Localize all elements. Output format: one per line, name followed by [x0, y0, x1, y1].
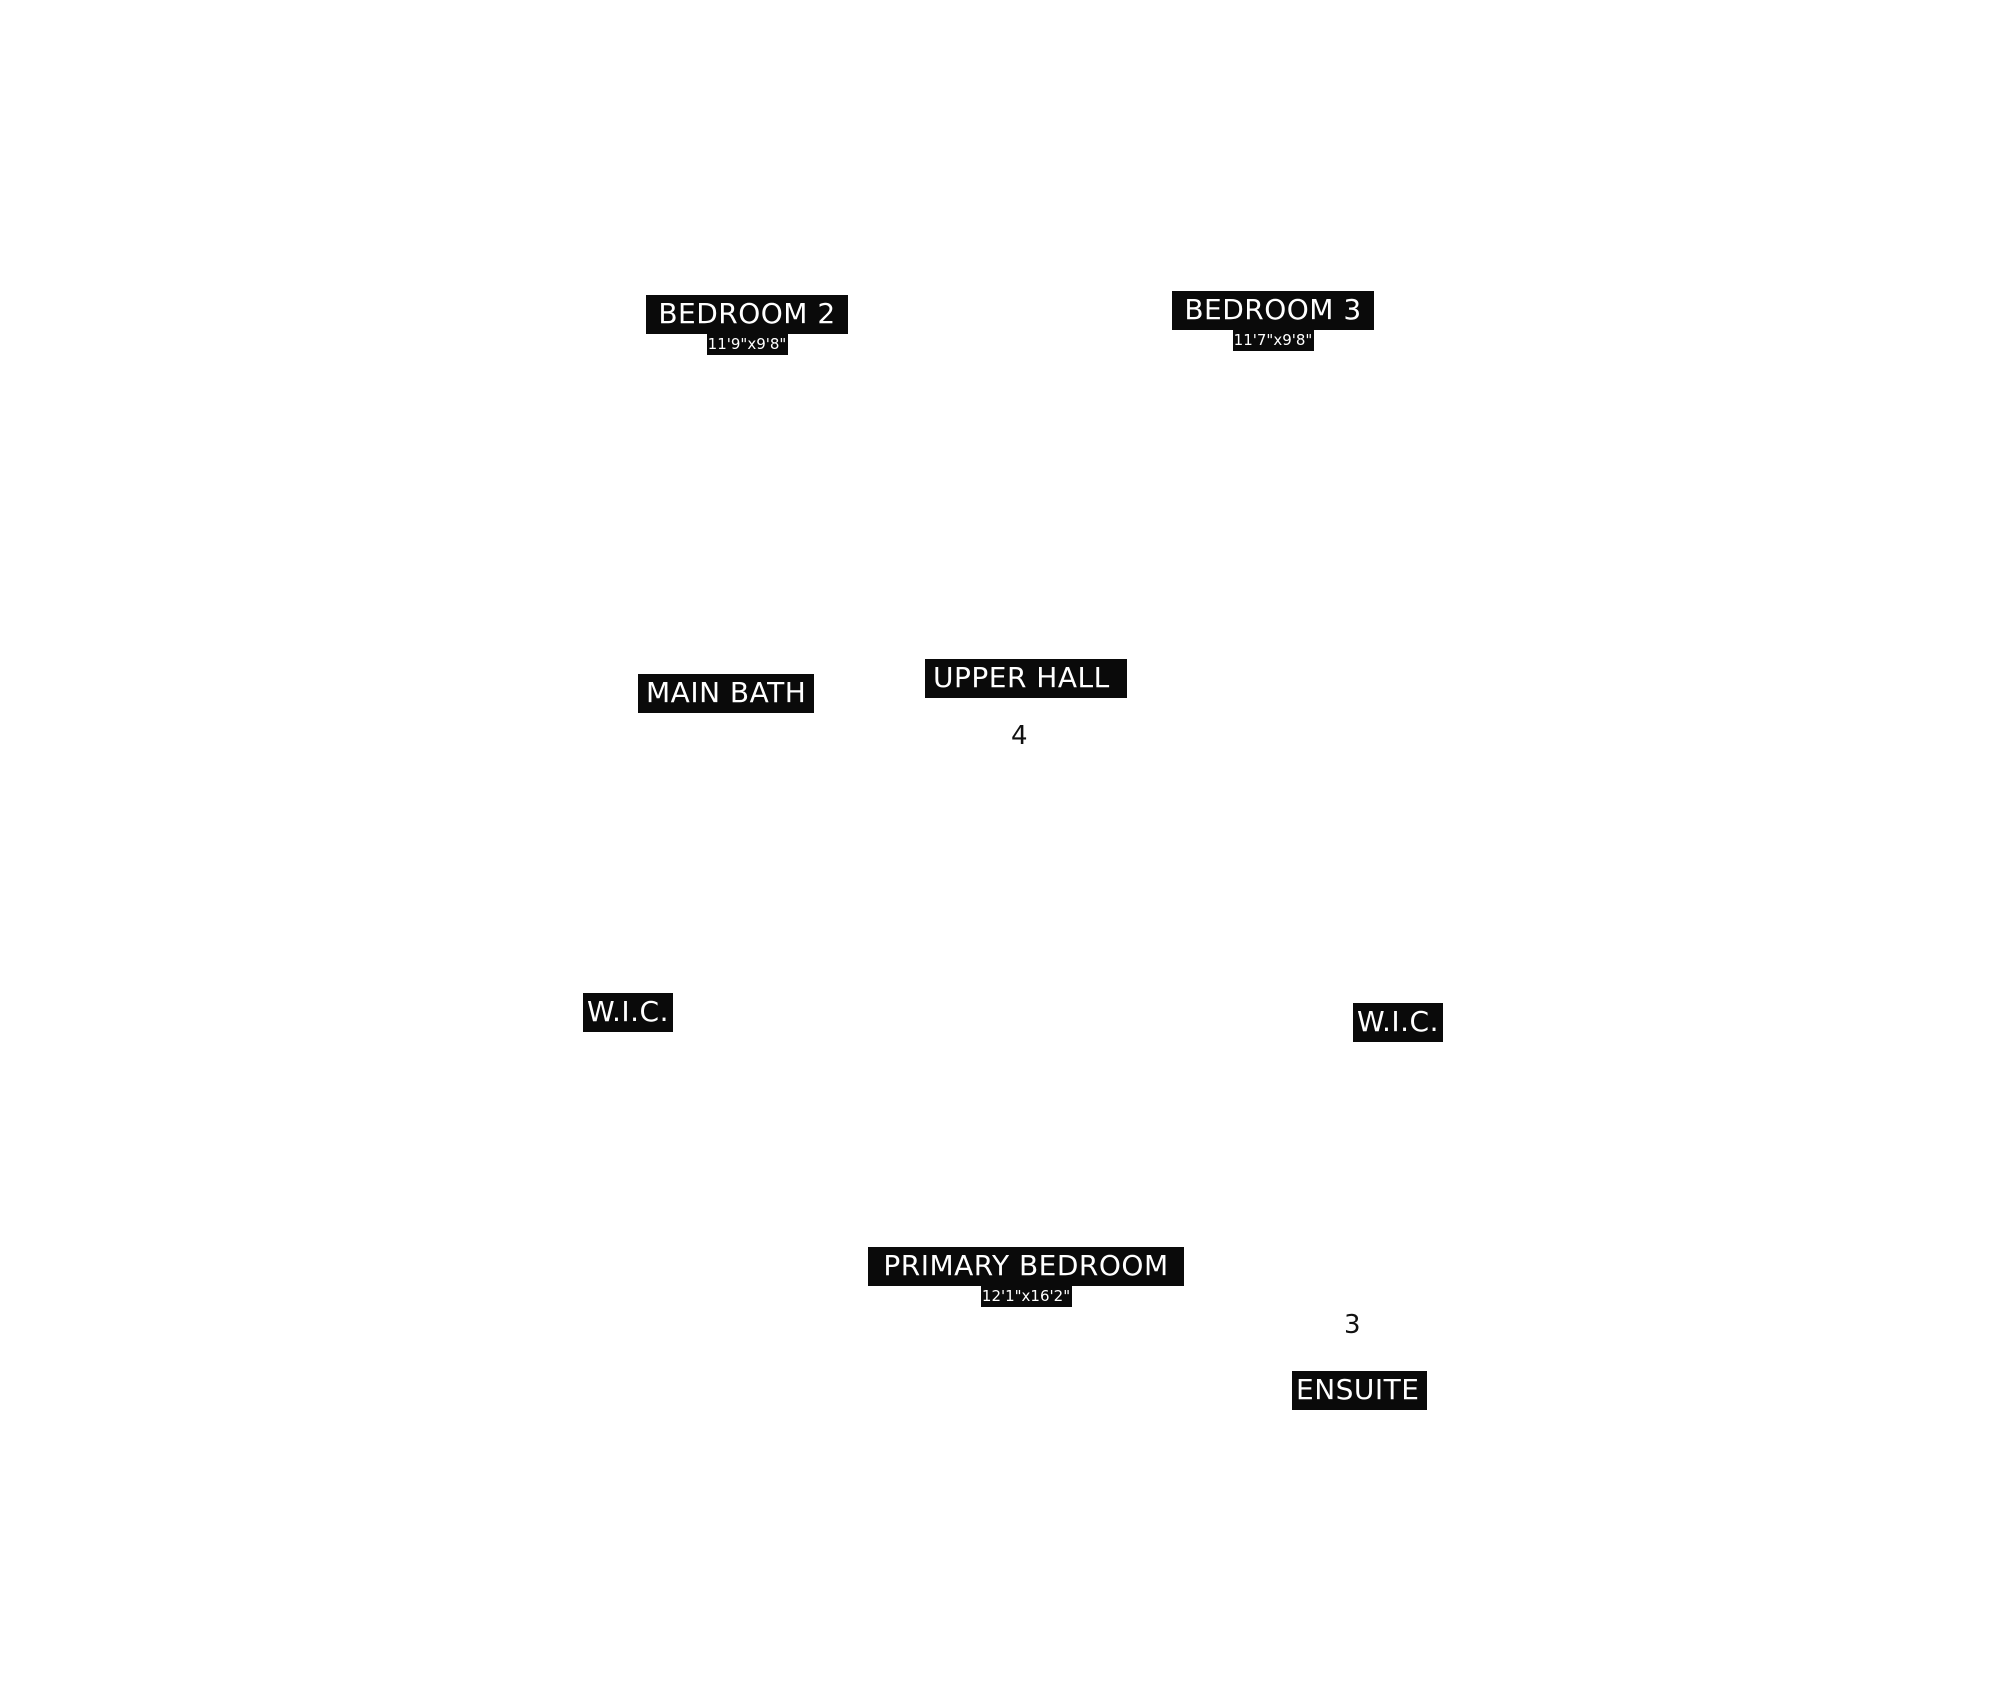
room-name: W.I.C.	[583, 993, 673, 1032]
ensuite-number: 3	[1344, 1310, 1361, 1340]
room-label-main-bath: MAIN BATH	[638, 674, 814, 713]
room-dimensions: 12'1"x16'2"	[980, 1286, 1072, 1307]
room-name: MAIN BATH	[638, 674, 814, 713]
room-label-wic-right: W.I.C.	[1353, 1003, 1443, 1042]
room-name: PRIMARY BEDROOM	[868, 1247, 1184, 1286]
room-label-upper-hall: UPPER HALL	[925, 659, 1127, 698]
room-name: W.I.C.	[1353, 1003, 1443, 1042]
room-name: ENSUITE	[1292, 1371, 1427, 1410]
room-label-primary-bedroom: PRIMARY BEDROOM 12'1"x16'2"	[868, 1247, 1184, 1307]
room-label-wic-left: W.I.C.	[583, 993, 673, 1032]
room-dimensions: 11'7"x9'8"	[1232, 330, 1314, 351]
room-name: BEDROOM 3	[1172, 291, 1374, 330]
room-label-bedroom-3: BEDROOM 3 11'7"x9'8"	[1172, 291, 1374, 351]
room-name: UPPER HALL	[925, 659, 1127, 698]
room-dimensions: 11'9"x9'8"	[706, 334, 788, 355]
room-label-bedroom-2: BEDROOM 2 11'9"x9'8"	[646, 295, 848, 355]
room-name: BEDROOM 2	[646, 295, 848, 334]
upper-hall-number: 4	[1011, 721, 1028, 751]
room-label-ensuite: ENSUITE	[1292, 1371, 1427, 1410]
